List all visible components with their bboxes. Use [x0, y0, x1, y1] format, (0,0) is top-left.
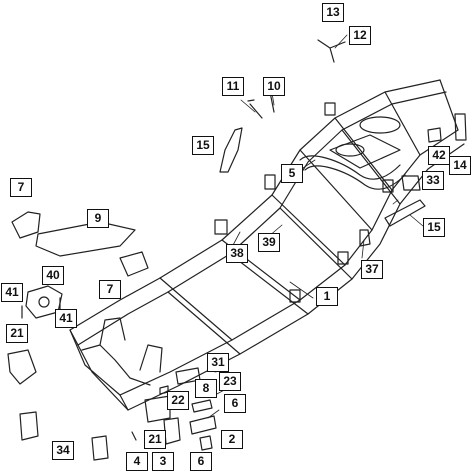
callout-40[interactable]: 40 [42, 266, 64, 285]
part-42-mount [427, 127, 442, 143]
callout-11[interactable]: 11 [222, 77, 244, 96]
callout-23[interactable]: 23 [219, 372, 241, 391]
callout-21-lower[interactable]: 21 [144, 430, 166, 449]
callout-8[interactable]: 8 [195, 379, 217, 398]
callout-33[interactable]: 33 [422, 171, 444, 190]
part-22-plate [144, 395, 171, 423]
part-6-plate-b [199, 435, 213, 451]
crossmember-c [271, 194, 346, 266]
callout-9[interactable]: 9 [87, 209, 109, 228]
part-33-plate [401, 175, 421, 191]
callout-2[interactable]: 2 [221, 430, 243, 449]
callout-6-upper[interactable]: 6 [224, 394, 246, 413]
callout-3[interactable]: 3 [152, 452, 174, 471]
part-14-bracket [454, 113, 467, 141]
part-4-bolt [131, 431, 137, 441]
callout-10[interactable]: 10 [263, 77, 285, 96]
callout-6-lower[interactable]: 6 [190, 452, 212, 471]
part-21-mount-lower [163, 417, 181, 445]
part-34-bracket-right [91, 435, 109, 461]
part-15-rail-extension [219, 127, 243, 173]
part-21-mount-left [7, 349, 37, 385]
part-9-skid-plate [35, 221, 136, 257]
callout-34[interactable]: 34 [52, 441, 74, 460]
left-frame-rail-lower [77, 91, 447, 346]
callout-7-lower[interactable]: 7 [99, 280, 121, 299]
callout-14[interactable]: 14 [449, 156, 471, 175]
callout-42[interactable]: 42 [428, 146, 450, 165]
callout-4[interactable]: 4 [126, 452, 148, 471]
callout-15-right[interactable]: 15 [423, 218, 445, 237]
callout-22[interactable]: 22 [167, 391, 189, 410]
crossmember-e [334, 117, 393, 191]
part-11-bolt [247, 99, 263, 119]
part-7-mount-lower [119, 251, 149, 277]
callout-41-right[interactable]: 41 [55, 309, 77, 328]
crossmember-f [384, 91, 421, 156]
part-37-mount [359, 229, 371, 247]
front-crossmember [69, 329, 121, 396]
callout-41-left[interactable]: 41 [1, 283, 23, 302]
callout-15-upper[interactable]: 15 [192, 136, 214, 155]
callout-38[interactable]: 38 [226, 244, 248, 263]
callout-13[interactable]: 13 [322, 3, 344, 22]
callout-12[interactable]: 12 [349, 26, 371, 45]
callout-37[interactable]: 37 [361, 260, 383, 279]
part-6-plate-a [189, 415, 217, 435]
part-7-plate-upper [11, 211, 41, 239]
callout-21-left[interactable]: 21 [6, 324, 28, 343]
callout-5[interactable]: 5 [281, 164, 303, 183]
crossmember-a [159, 277, 233, 341]
part-34-bracket-left [19, 411, 39, 441]
right-frame-rail-lower [127, 143, 465, 411]
part-12-bracket [317, 39, 346, 63]
part-15-right-rail-extension [384, 199, 426, 227]
callout-39[interactable]: 39 [258, 233, 280, 252]
callout-7-upper[interactable]: 7 [10, 178, 32, 197]
part-23-strap [191, 399, 213, 413]
callout-1[interactable]: 1 [316, 287, 338, 306]
crossmember-d [299, 149, 373, 231]
callout-31[interactable]: 31 [207, 353, 229, 372]
